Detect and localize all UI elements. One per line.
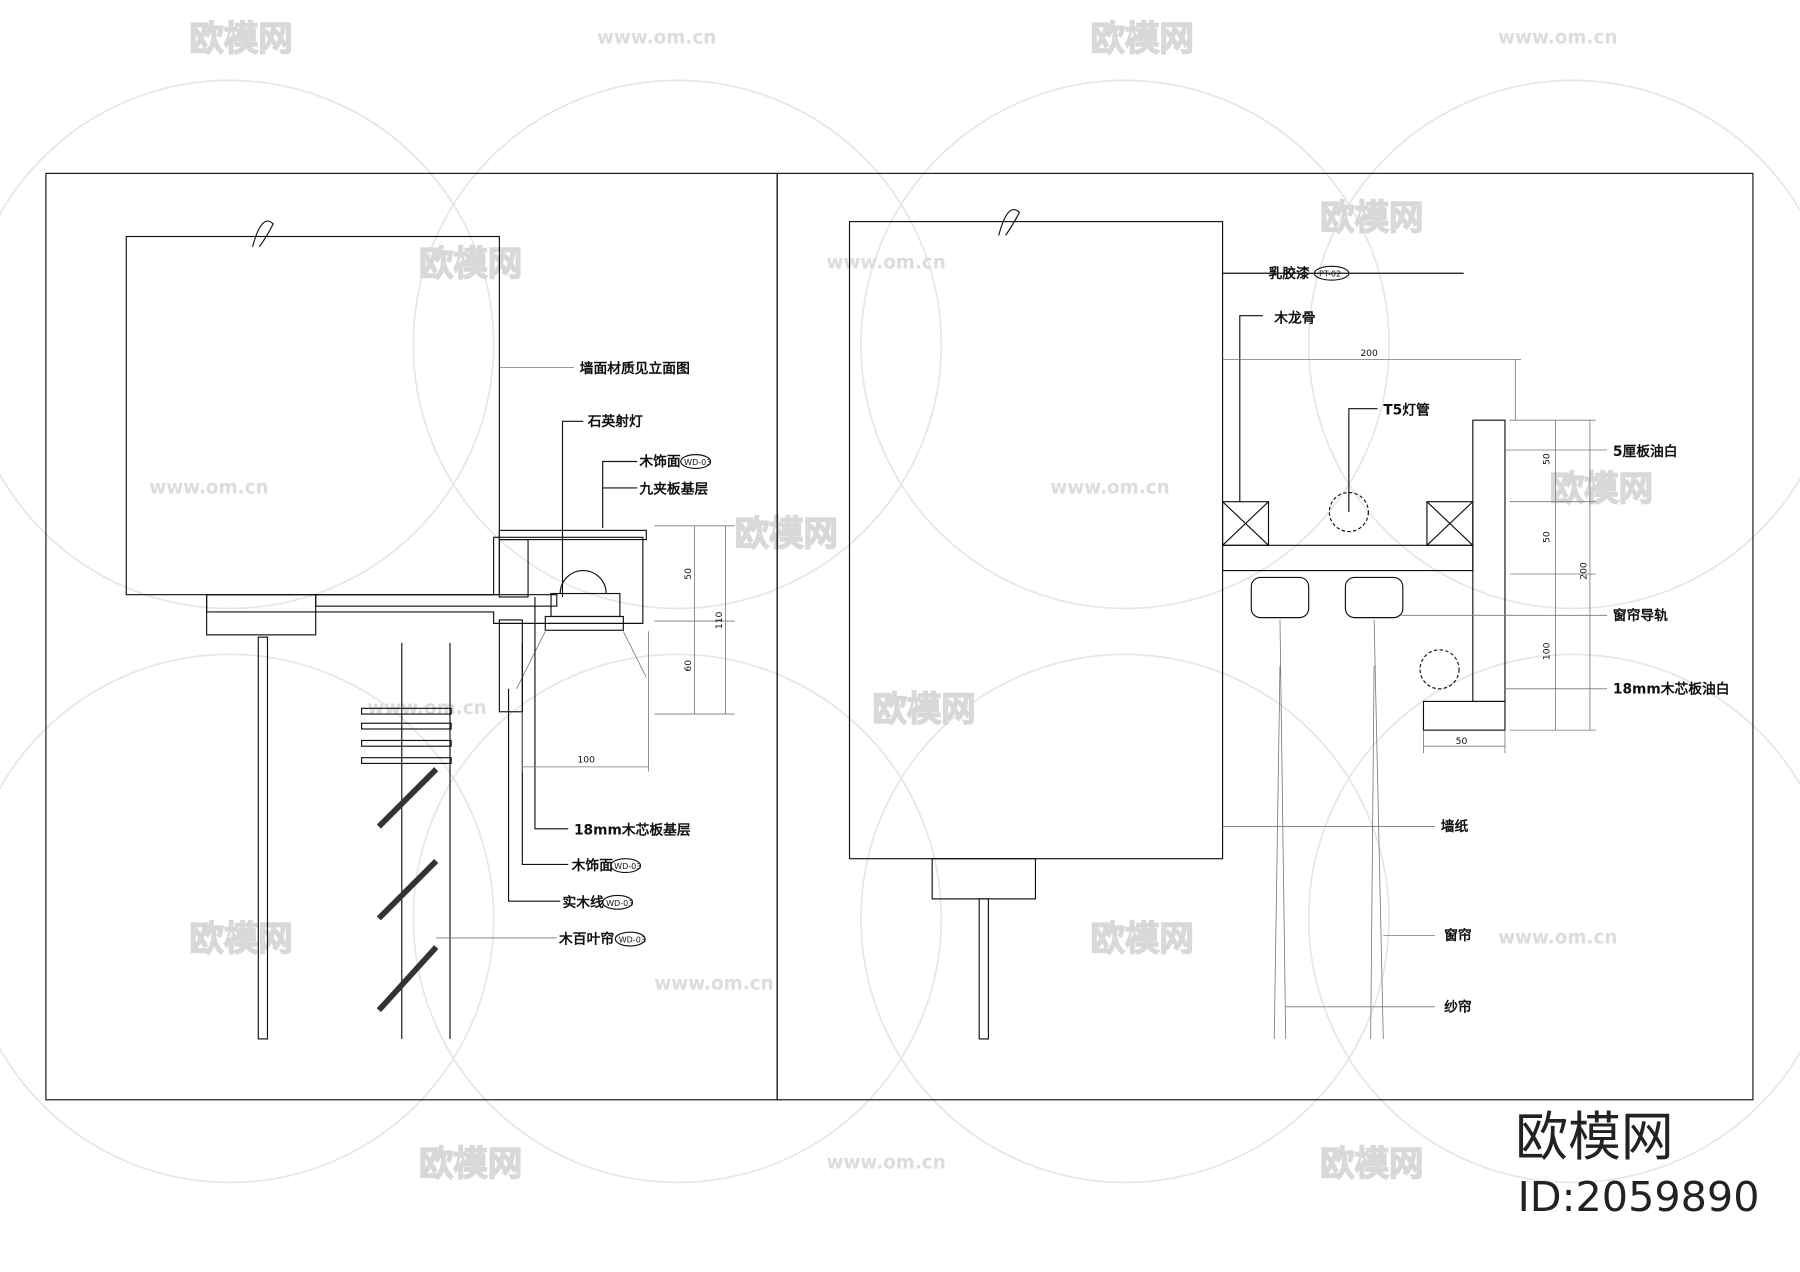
watermark-layer: 欧模网 www.om.cn 欧模网 www.om.cn 欧模网 www.om.c… [0,19,1800,1221]
dim-50-bottom: 50 [1456,736,1468,747]
watermark-brand: 欧模网 [1550,470,1653,510]
watermark-brand: 欧模网 [189,920,292,960]
dim-60: 60 [683,660,694,672]
tag-pt02: PT-02 [1319,270,1341,279]
watermark-url: www.om.cn [1498,28,1617,49]
left-section-detail: 墙面材质见立面图 石英射灯 木饰面 WD-03 九夹板基层 18mm木芯板基层 … [125,220,735,1040]
label-wood-veneer-top: 木饰面 [638,453,681,470]
tag-wd03: WD-03 [606,899,633,908]
watermark-brand: 欧模网 [419,245,522,285]
dim-110: 110 [714,611,725,629]
dim-50-b: 50 [1542,531,1553,543]
watermark-url: www.om.cn [827,253,946,274]
label-plywood-base: 九夹板基层 [638,481,708,498]
label-blockboard-base: 18mm木芯板基层 [574,822,691,839]
label-blockboard-white: 18mm木芯板油白 [1613,680,1730,697]
label-wood-blinds: 木百叶帘 [558,931,614,948]
dim-50-a: 50 [1542,453,1553,465]
watermark-brand: 欧模网 [1320,1145,1423,1185]
label-solid-wood-trim: 实木线 [563,894,605,911]
label-curtain-track: 窗帘导轨 [1613,607,1668,624]
tag-wd03: WD-03 [619,936,646,945]
watermark-url: www.om.cn [1050,478,1169,499]
watermark-brand: 欧模网 [1091,920,1194,960]
watermark-url: www.om.cn [597,28,716,49]
label-5mm-plywood-white: 5厘板油白 [1613,443,1678,460]
dim-100: 100 [1542,642,1553,660]
label-wood-keel: 木龙骨 [1273,310,1315,327]
left-frame [45,172,778,1101]
dim-50: 50 [683,568,694,580]
watermark-brand: 欧模网 [419,1145,522,1185]
logo-brand: 欧模网 [1515,1107,1673,1168]
watermark-url: www.om.cn [654,974,773,995]
label-curtain: 窗帘 [1444,927,1472,944]
watermark-brand: 欧模网 [189,20,292,60]
dim-100: 100 [577,754,595,765]
concrete-wall [125,235,500,596]
watermark-brand: 欧模网 [1320,199,1423,239]
label-wood-veneer: 木饰面 [571,857,614,874]
label-sheer-curtain: 纱帘 [1444,998,1472,1015]
watermark-brand: 欧模网 [872,690,975,730]
tag-wd03: WD-03 [684,458,711,467]
tag-wd03: WD-03 [614,862,641,871]
watermark-brand: 欧模网 [1091,20,1194,60]
label-t5-tube: T5灯管 [1383,401,1430,418]
concrete-wall [848,221,1224,860]
drawing-id: ID:2059890 [1518,1173,1760,1221]
watermark-url: www.om.cn [149,478,268,499]
watermark-url: www.om.cn [1498,928,1617,949]
label-wallpaper: 墙纸 [1441,818,1469,835]
right-frame [776,172,1754,1101]
watermark-brand: 欧模网 [735,514,838,554]
dim-200-top: 200 [1360,348,1378,359]
watermark-url: www.om.cn [827,1153,946,1174]
label-quartz-spotlight: 石英射灯 [587,413,643,430]
dim-200-side: 200 [1578,562,1589,580]
right-section-detail: 乳胶漆 PT-02 木龙骨 T5灯管 5厘板油白 窗帘导轨 18mm木芯板油白 … [848,208,1730,1040]
label-latex-paint: 乳胶漆 [1268,265,1310,282]
label-wall-material: 墙面材质见立面图 [580,360,690,377]
